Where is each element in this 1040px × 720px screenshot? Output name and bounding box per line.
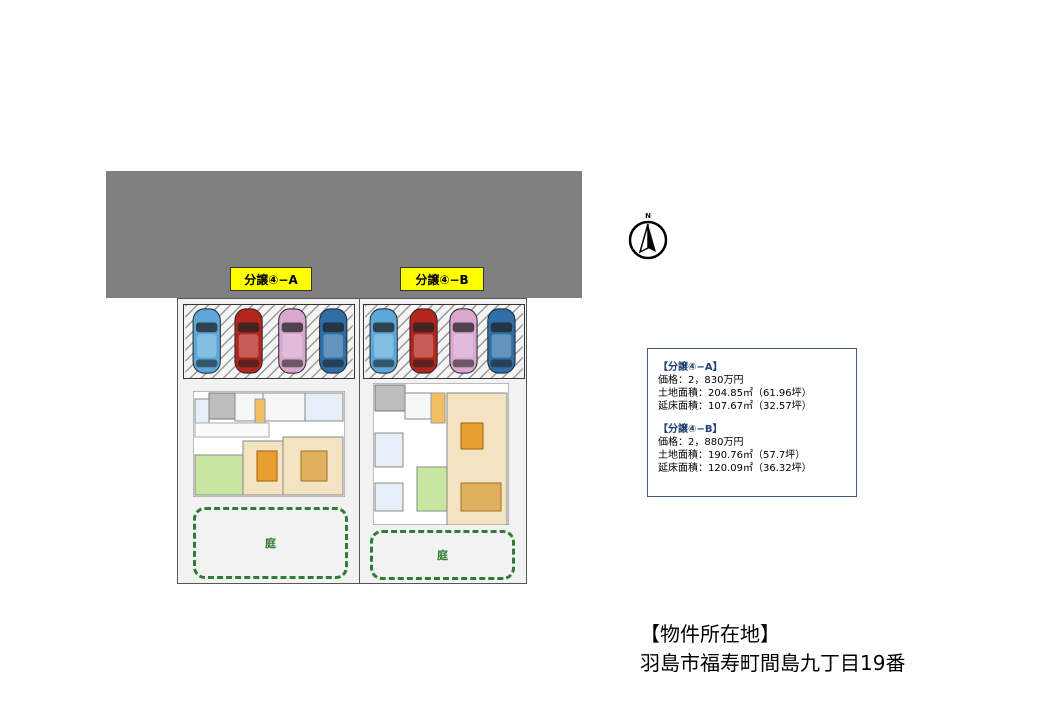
car-icon — [234, 308, 263, 374]
property-location: 【物件所在地】 羽島市福寿町間島九丁目19番 — [640, 620, 905, 678]
lot-b-price: 価格：2，880万円 — [658, 437, 744, 448]
lot-b-land-area: 土地面積：190.76㎡（57.7坪） — [658, 450, 806, 461]
lot-b-floor-area: 延床面積：120.09㎡（36.32坪） — [658, 463, 812, 474]
location-heading: 【物件所在地】 — [640, 622, 780, 646]
lot-a: 庭 — [177, 298, 360, 584]
car-icon — [487, 308, 516, 374]
parking-area-b — [363, 304, 525, 379]
car-icon — [278, 308, 307, 374]
parking-area-a — [183, 304, 355, 379]
car-icon — [409, 308, 438, 374]
road — [106, 171, 582, 298]
car-icon — [369, 308, 398, 374]
garden-a: 庭 — [193, 507, 348, 579]
lot-a-land-area: 土地面積：204.85㎡（61.96坪） — [658, 388, 812, 399]
garden-b: 庭 — [370, 530, 515, 580]
car-icon — [192, 308, 221, 374]
floor-plan-b — [373, 383, 509, 525]
property-info-box: 【分譲④−A】 価格：2，830万円 土地面積：204.85㎡（61.96坪） … — [647, 348, 857, 497]
lot-b: 庭 — [359, 298, 527, 584]
lot-a-heading: 【分譲④−A】 — [658, 362, 723, 373]
north-label: N — [645, 212, 651, 220]
lot-label-a: 分譲④−A — [230, 267, 312, 291]
car-icon — [319, 308, 348, 374]
lot-a-price: 価格：2，830万円 — [658, 375, 744, 386]
location-address: 羽島市福寿町間島九丁目19番 — [640, 651, 906, 675]
floor-plan-a — [193, 391, 345, 497]
lot-label-b: 分譲④−B — [400, 267, 484, 291]
north-arrow-icon: N — [628, 212, 668, 260]
car-icon — [449, 308, 478, 374]
lot-b-heading: 【分譲④−B】 — [658, 424, 723, 435]
lot-a-floor-area: 延床面積：107.67㎡（32.57坪） — [658, 401, 812, 412]
